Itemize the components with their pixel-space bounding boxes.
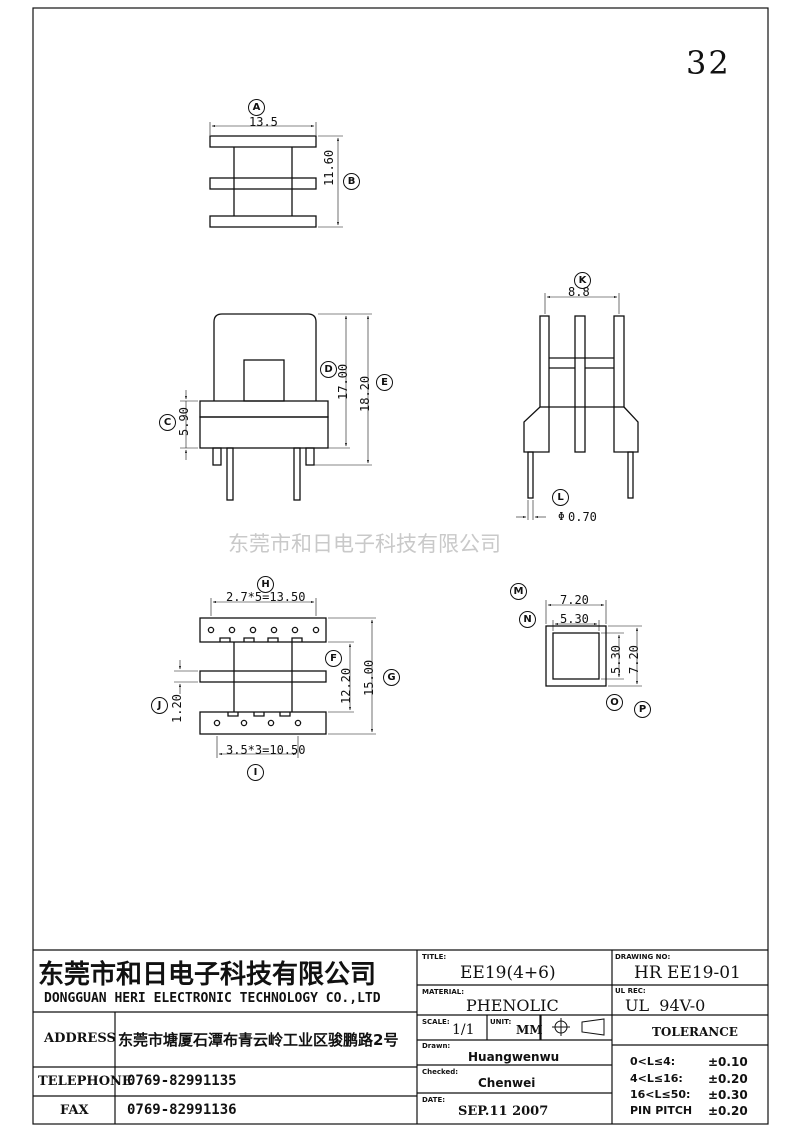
title-value: EE19(4+6) [460, 963, 556, 983]
dim-i: 3.5*3=10.50 [226, 743, 306, 757]
checked-value: Chenwei [478, 1076, 536, 1090]
dim-f: 12.20 [339, 667, 353, 704]
dim-e: 18.20 [358, 375, 372, 412]
marker-g: G [383, 669, 400, 686]
marker-f: F [325, 650, 342, 667]
drawn-label: Drawn: [422, 1042, 451, 1050]
company-name-cn: 东莞市和日电子科技有限公司 [38, 960, 377, 990]
tolerance-value: ±0.30 [708, 1088, 748, 1102]
date-label: DATE: [422, 1096, 446, 1104]
ul-rec-value: UL 94V-0 [625, 996, 706, 1015]
title-block-grid [33, 949, 768, 1124]
marker-l: L [552, 489, 569, 506]
tolerance-value: ±0.20 [708, 1072, 748, 1086]
dim-j: 1.20 [170, 694, 184, 723]
marker-c: C [159, 414, 176, 431]
marker-b: B [343, 173, 360, 190]
dim-o: 5.30 [609, 645, 623, 674]
address-value: 东莞市塘厦石潭布青云岭工业区骏鹏路2号 [118, 1031, 399, 1049]
projection-symbol-icon [552, 1018, 605, 1036]
date-value: SEP.11 2007 [458, 1104, 549, 1119]
dim-c: 5.90 [177, 407, 191, 436]
telephone-label: TELEPHONE [38, 1074, 132, 1089]
dim-l-symbol: Φ [558, 510, 565, 523]
tolerance-range: 4<L≤16: [630, 1072, 683, 1085]
dim-m: 7.20 [560, 593, 589, 607]
marker-e: E [376, 374, 393, 391]
tolerance-value: ±0.10 [708, 1055, 748, 1069]
dim-h: 2.7*5=13.50 [226, 590, 306, 604]
dim-a: 13.5 [249, 115, 278, 129]
unit-label: UNIT: [490, 1018, 512, 1026]
fax-label: FAX [60, 1103, 89, 1118]
company-name-en: DONGGUAN HERI ELECTRONIC TECHNOLOGY CO.,… [44, 991, 381, 1006]
marker-n: N [519, 611, 536, 628]
dim-n: 5.30 [560, 612, 589, 626]
dim-b: 11.60 [322, 149, 336, 186]
fax-value: 0769-82991136 [127, 1102, 237, 1118]
scale-label: SCALE: [422, 1018, 450, 1026]
drawn-value: Huangwenwu [468, 1050, 560, 1064]
bottom-view [174, 598, 376, 758]
tolerance-range: 16<L≤50: [630, 1088, 691, 1101]
top-view [209, 122, 343, 228]
checked-label: Checked: [422, 1068, 459, 1076]
marker-o: O [606, 694, 623, 711]
marker-j: J [151, 697, 168, 714]
telephone-value: 0769-82991135 [127, 1073, 237, 1089]
marker-m: M [510, 583, 527, 600]
dim-l: 0.70 [568, 510, 597, 524]
side-view [516, 293, 639, 520]
tolerance-range: 0<L≤4: [630, 1055, 676, 1068]
drawing-no-value: HR EE19-01 [634, 963, 741, 983]
marker-i: I [247, 764, 264, 781]
address-label: ADDRESS [44, 1031, 116, 1046]
dim-d: 17.00 [336, 363, 350, 400]
tolerance-range: PIN PITCH [630, 1104, 693, 1117]
ul-rec-label: UL REC: [615, 987, 646, 995]
core-window-view [545, 600, 642, 687]
sheet-border [32, 7, 769, 1125]
watermark-text: 东莞市和日电子科技有限公司 [228, 532, 501, 556]
marker-a: A [248, 99, 265, 116]
tolerance-value: ±0.20 [708, 1104, 748, 1118]
material-value: PHENOLIC [466, 996, 559, 1015]
title-label: TITLE: [422, 953, 447, 961]
drawing-no-label: DRAWING NO: [615, 953, 671, 961]
scale-value: 1/1 [452, 1022, 475, 1038]
marker-k: K [574, 272, 591, 289]
marker-h: H [257, 576, 274, 593]
material-label: MATERIAL: [422, 988, 465, 996]
unit-value: MM [516, 1023, 543, 1037]
dim-g: 15.00 [362, 659, 376, 696]
marker-p: P [634, 701, 651, 718]
dim-p: 7.20 [627, 645, 641, 674]
marker-d: D [320, 361, 337, 378]
page-number: 32 [686, 44, 731, 82]
tolerance-title: TOLERANCE [652, 1025, 738, 1039]
front-view [180, 313, 372, 501]
